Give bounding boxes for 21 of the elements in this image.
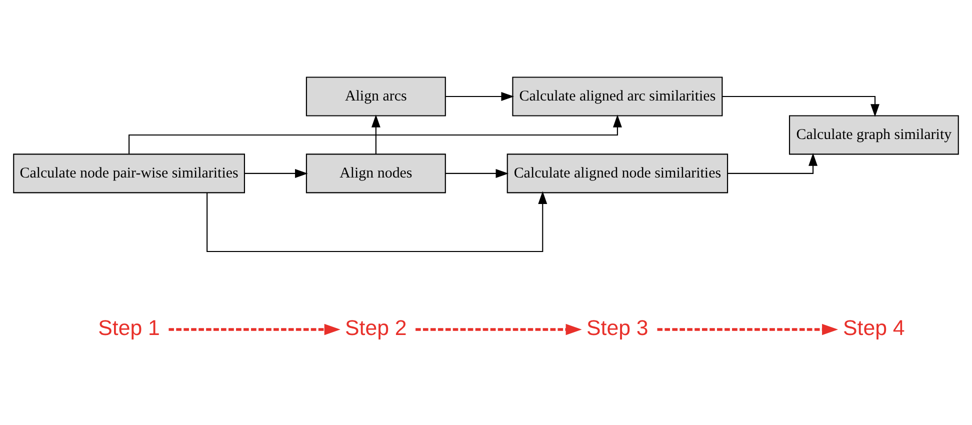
node-text: Step 3 bbox=[586, 315, 648, 340]
arrow bbox=[657, 323, 838, 335]
arrow bbox=[244, 168, 308, 178]
arrow bbox=[445, 168, 509, 178]
arrow bbox=[371, 114, 380, 154]
node-box: Calculate aligned arc similarities bbox=[512, 76, 723, 116]
node-box: Calculate node pair-wise similarities bbox=[13, 153, 245, 193]
arrow bbox=[728, 152, 818, 174]
arrow bbox=[168, 323, 340, 335]
node-box: Calculate graph similarity bbox=[788, 114, 959, 154]
arrow bbox=[128, 114, 622, 154]
node-text: Step 4 bbox=[843, 315, 905, 340]
node-box: Calculate aligned node similarities bbox=[506, 153, 728, 193]
node-box: Align nodes bbox=[306, 153, 446, 193]
node-text: Step 1 bbox=[98, 315, 160, 340]
arrow bbox=[416, 323, 582, 335]
arrow bbox=[206, 190, 548, 252]
arrow bbox=[722, 95, 880, 116]
node-text: Step 2 bbox=[345, 315, 407, 340]
arrow bbox=[445, 92, 514, 100]
node-box: Align arcs bbox=[306, 76, 446, 116]
